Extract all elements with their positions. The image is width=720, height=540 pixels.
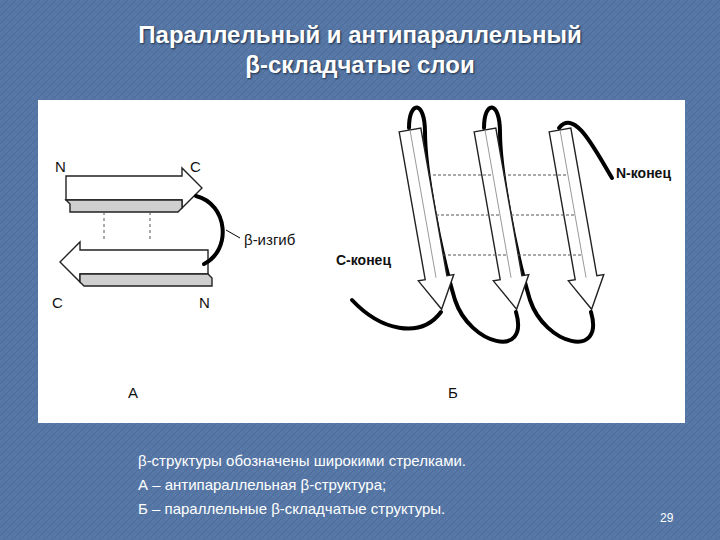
beta-turn [196, 196, 223, 264]
hydrogen-bond [443, 255, 507, 256]
hydrogen-bond [518, 255, 582, 256]
hydrogen-bond [503, 175, 567, 176]
hydrogen-bond [104, 212, 150, 242]
hydrogen-bond [428, 175, 492, 176]
parallel-strand [392, 127, 459, 312]
caption-line: А – антипараллельная β-структура; [138, 476, 386, 494]
end-label: N-конец [616, 165, 671, 182]
parallel-strand [542, 127, 609, 312]
end-label: C [52, 294, 63, 312]
parallel-strand [467, 127, 534, 312]
antiparallel-strands [66, 200, 182, 212]
end-label: N [199, 294, 210, 312]
caption-line: Б – параллельные β-складчатые структуры. [138, 500, 445, 518]
end-label: С-конец [336, 252, 391, 269]
parallel-strand [467, 127, 534, 312]
hydrogen-bond [428, 175, 582, 255]
slide-title: Параллельный и антипараллельный β-складч… [125, 20, 595, 80]
hydrogen-bond [511, 215, 575, 216]
leader-line [226, 230, 240, 238]
antiparallel-strands [60, 168, 212, 286]
figure-letter: А [128, 384, 138, 402]
hydrogen-bond [436, 215, 500, 216]
beta-turn [196, 196, 223, 264]
parallel-strand [542, 127, 609, 312]
figure-letter: Б [448, 384, 458, 402]
hydrogen-bond [150, 212, 151, 242]
parallel-strand [560, 130, 586, 278]
parallel-strand [410, 130, 436, 278]
antiparallel-strands [80, 274, 212, 286]
slide-number: 29 [660, 511, 673, 525]
hydrogen-bond [104, 212, 105, 242]
connecting-loop [352, 300, 441, 329]
end-label: C [190, 158, 201, 176]
end-label: N [55, 158, 66, 176]
parallel-strand [485, 130, 511, 278]
leader-line [226, 230, 240, 238]
parallel-strand [392, 127, 609, 312]
part-label: β-изгиб [244, 231, 295, 249]
parallel-strand [392, 127, 459, 312]
caption: β-структуры обозначены широкими стрелкам… [138, 452, 466, 470]
connecting-loop [352, 107, 612, 341]
